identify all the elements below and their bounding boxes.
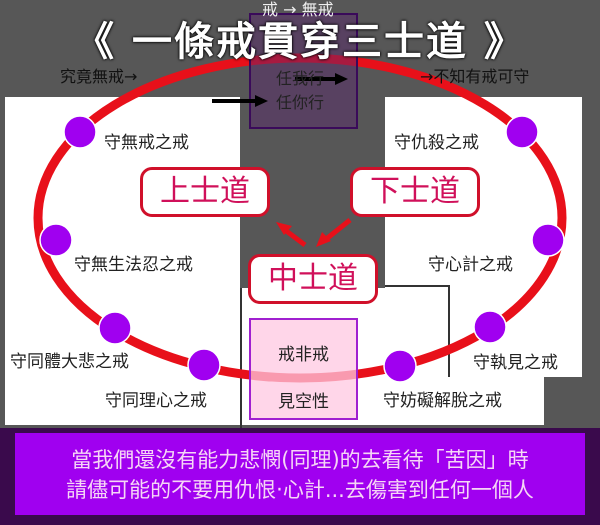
arrow-to-upper — [283, 228, 307, 247]
arrow-right-head — [335, 73, 348, 85]
center-line2: 任你行 — [276, 93, 325, 112]
center-box-line1: 戒非戒 — [278, 345, 329, 365]
banner-line2: 請儘可能的不要用仇恨‧心計...去傷害到任何一個人 — [66, 478, 534, 502]
lower-path-box: 下士道 — [350, 167, 480, 217]
precept-dot — [505, 115, 539, 149]
precept-dot — [187, 348, 221, 382]
precept-dot — [473, 310, 507, 344]
precept-label: 守妨礙解脫之戒 — [383, 391, 502, 411]
precept-label: 守仇殺之戒 — [394, 133, 479, 153]
precept-dot — [98, 311, 132, 345]
precept-label: 守執見之戒 — [473, 353, 558, 373]
precept-dot — [39, 223, 73, 257]
center-box: 戒非戒 見空性 — [249, 318, 358, 420]
precept-label: 守無戒之戒 — [104, 133, 189, 153]
top-center-box — [249, 13, 358, 129]
divider-line — [240, 288, 242, 428]
message-banner: 當我們還沒有能力悲憫(同理)的去看待「苦因」時 請儘可能的不要用仇恨‧心計...… — [15, 433, 585, 515]
precept-label: 守同理心之戒 — [105, 391, 207, 411]
chain-right-text: →不知有戒可守 — [420, 67, 530, 86]
arrow-left-head — [255, 95, 268, 107]
arrow-to-upper-head — [276, 222, 292, 235]
arrow-to-lower — [323, 218, 352, 242]
upper-path-box: 上士道 — [140, 167, 270, 217]
precept-dot — [531, 223, 565, 257]
precept-dot — [383, 349, 417, 383]
page-title: 《 一條戒貫穿三士道 》 — [74, 19, 526, 65]
arrow-to-lower-head — [316, 232, 331, 247]
precept-dot — [63, 115, 97, 149]
chain-left-text: 究竟無戒→ — [60, 67, 138, 86]
precept-label: 守心計之戒 — [428, 255, 513, 275]
hidden-chain-text: 戒 → 無戒 — [262, 0, 334, 19]
center-line1: 任我行 — [276, 69, 325, 88]
center-box-line2: 見空性 — [278, 392, 329, 412]
connector-outline — [385, 285, 450, 377]
precept-label: 守同體大悲之戒 — [10, 352, 129, 372]
precept-label: 守無生法忍之戒 — [74, 255, 193, 275]
middle-path-box: 中士道 — [248, 254, 378, 304]
banner-line1: 當我們還沒有能力悲憫(同理)的去看待「苦因」時 — [71, 448, 529, 472]
